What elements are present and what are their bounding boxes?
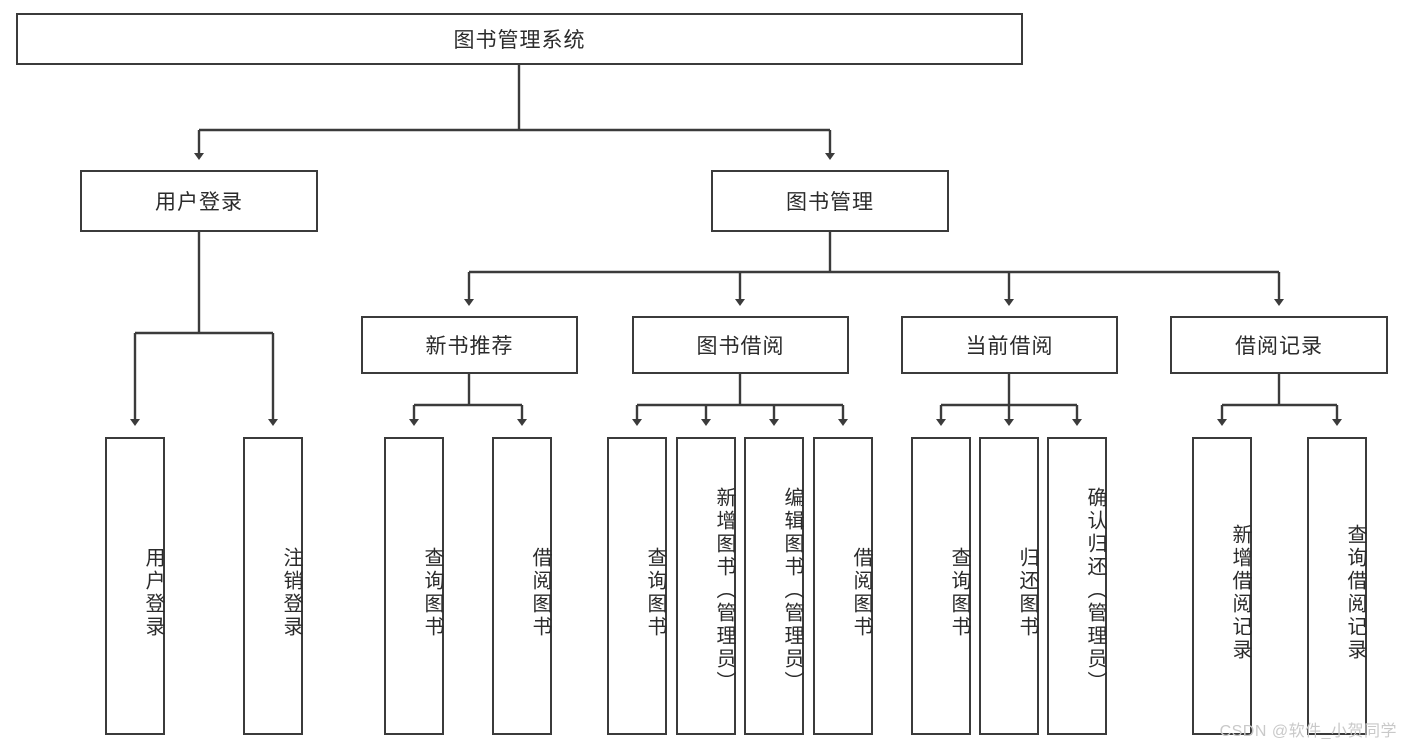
leaf-bb-add-book-label: 新增图书（管理员） [713, 486, 735, 694]
node-borrow-record-label: 借阅记录 [1235, 335, 1323, 358]
leaf-bb-query-book[interactable]: 查询图书 [607, 437, 667, 735]
leaf-br-query-record[interactable]: 查询借阅记录 [1307, 437, 1367, 735]
leaf-user-login[interactable]: 用户登录 [105, 437, 165, 735]
leaf-cb-confirm-return-label: 确认归还（管理员） [1084, 486, 1106, 694]
node-book-management-label: 图书管理 [786, 191, 874, 214]
leaf-bb-edit-book[interactable]: 编辑图书（管理员） [744, 437, 804, 735]
watermark: CSDN @软件_小贺同学 [1219, 723, 1397, 740]
node-book-borrow-label: 图书借阅 [696, 335, 785, 358]
leaf-bb-add-book[interactable]: 新增图书（管理员） [676, 437, 736, 735]
leaf-bb-edit-book-label: 编辑图书（管理员） [781, 486, 803, 694]
leaf-cb-return-book[interactable]: 归还图书 [979, 437, 1039, 735]
leaf-br-add-record-label: 新增借阅记录 [1229, 524, 1251, 662]
leaf-cb-query-book-label: 查询图书 [948, 547, 970, 639]
leaf-logout-label: 注销登录 [280, 547, 302, 639]
node-book-borrow[interactable]: 图书借阅 [632, 316, 849, 374]
node-current-borrow-label: 当前借阅 [965, 335, 1054, 358]
leaf-logout[interactable]: 注销登录 [243, 437, 303, 735]
node-book-management[interactable]: 图书管理 [711, 170, 949, 232]
leaf-cb-confirm-return[interactable]: 确认归还（管理员） [1047, 437, 1107, 735]
node-new-book-recommend[interactable]: 新书推荐 [361, 316, 578, 374]
leaf-br-add-record[interactable]: 新增借阅记录 [1192, 437, 1252, 735]
node-borrow-record[interactable]: 借阅记录 [1170, 316, 1388, 374]
leaf-nb-borrow-book-label: 借阅图书 [529, 547, 551, 639]
leaf-nb-query-book-label: 查询图书 [421, 547, 443, 639]
leaf-bb-borrow-book[interactable]: 借阅图书 [813, 437, 873, 735]
leaf-cb-query-book[interactable]: 查询图书 [911, 437, 971, 735]
leaf-br-query-record-label: 查询借阅记录 [1344, 524, 1366, 662]
leaf-nb-borrow-book[interactable]: 借阅图书 [492, 437, 552, 735]
node-current-borrow[interactable]: 当前借阅 [901, 316, 1118, 374]
leaf-nb-query-book[interactable]: 查询图书 [384, 437, 444, 735]
leaf-bb-query-book-label: 查询图书 [644, 547, 666, 639]
node-user-login[interactable]: 用户登录 [80, 170, 318, 232]
leaf-user-login-label: 用户登录 [142, 547, 164, 639]
node-root[interactable]: 图书管理系统 [16, 13, 1023, 65]
leaf-bb-borrow-book-label: 借阅图书 [850, 547, 872, 639]
node-new-book-recommend-label: 新书推荐 [425, 335, 514, 358]
node-root-label: 图书管理系统 [453, 29, 586, 52]
leaf-cb-return-book-label: 归还图书 [1016, 547, 1038, 639]
node-user-login-label: 用户登录 [155, 191, 243, 214]
